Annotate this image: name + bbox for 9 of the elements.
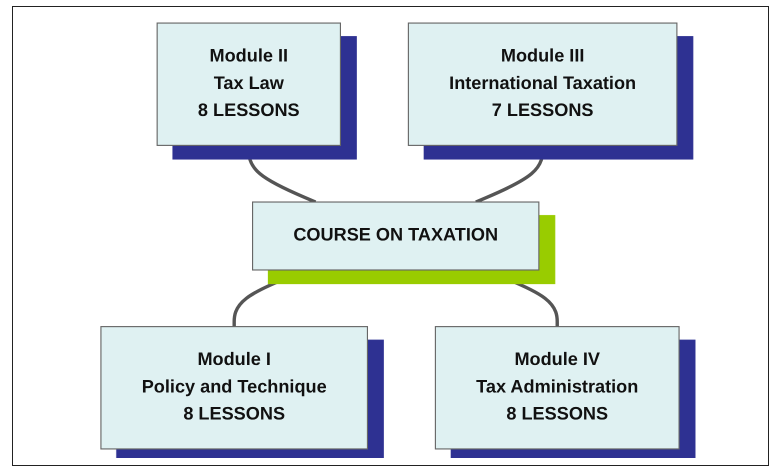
node-box: Module III International Taxation 7 LESSONS: [408, 22, 678, 146]
connector: [232, 268, 308, 327]
node-box: COURSE ON TAXATION: [252, 201, 540, 271]
node-box: Module II Tax Law 8 LESSONS: [156, 22, 341, 146]
node-box: Module I Policy and Technique 8 LESSONS: [100, 326, 368, 450]
connector: [247, 145, 316, 204]
connector: [483, 268, 559, 327]
connector: [475, 145, 544, 204]
node-box: Module IV Tax Administration 8 LESSONS: [434, 326, 680, 450]
